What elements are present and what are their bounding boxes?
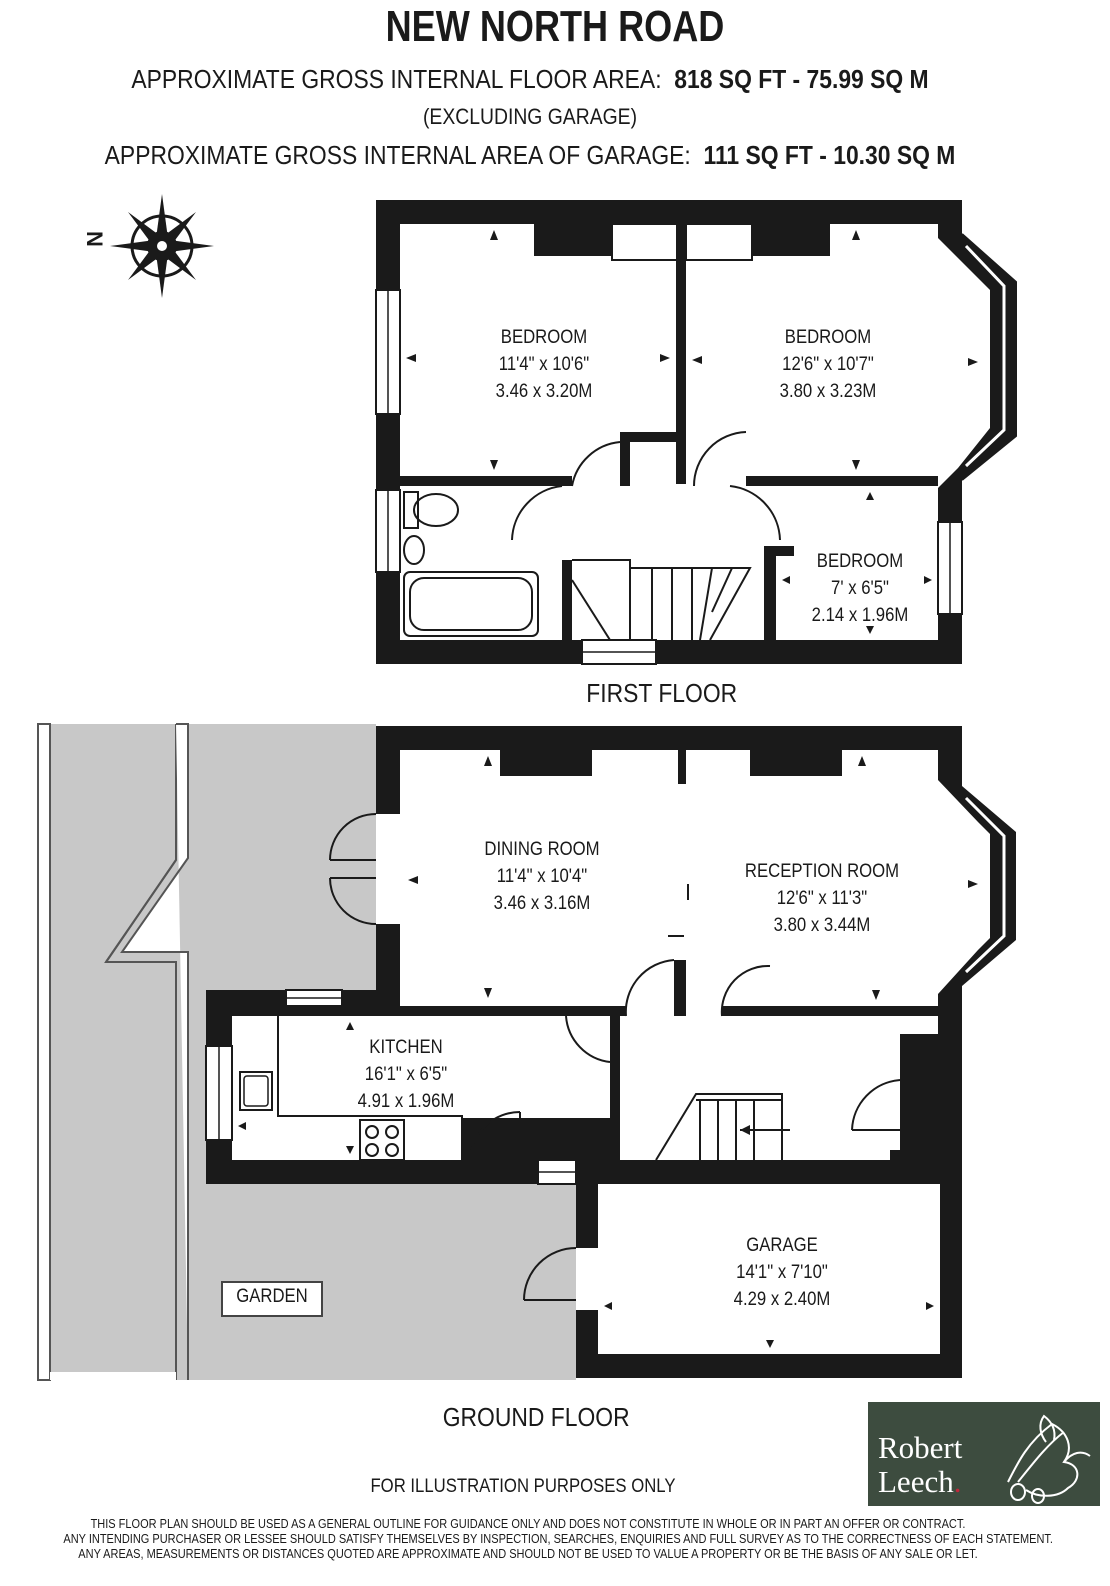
room-metric: 4.29 x 2.40M (733, 1289, 831, 1310)
garage-area-value: 111 SQ FT - 10.30 SQ M (703, 140, 956, 170)
room-imperial: 12'6" x 11'3" (776, 888, 868, 909)
room-label-reception-room: RECEPTION ROOM 12'6" x 11'3" 3.80 x 3.44… (736, 858, 908, 939)
logo-line-2: Leech. (878, 1464, 962, 1499)
garage-area-line: APPROXIMATE GROSS INTERNAL AREA OF GARAG… (64, 140, 997, 171)
room-metric: 4.91 x 1.96M (357, 1091, 455, 1112)
room-label-bedroom-2: BEDROOM 12'6" x 10'7" 3.80 x 3.23M (763, 324, 893, 405)
room-name: BEDROOM (500, 327, 588, 348)
logo-accent-dot: . (953, 1464, 962, 1499)
room-metric: 3.80 x 3.23M (779, 381, 877, 402)
room-label-bedroom-1: BEDROOM 11'4" x 10'6" 3.46 x 3.20M (479, 324, 609, 405)
room-imperial: 16'1" x 6'5" (364, 1064, 448, 1085)
room-name: DINING ROOM (484, 839, 600, 860)
ground-floor-plan (37, 723, 1016, 1381)
room-name: BEDROOM (816, 551, 904, 572)
compass-rose-icon (110, 194, 214, 298)
room-label-dining-room: DINING ROOM 11'4" x 10'4" 3.46 x 3.16M (475, 836, 609, 917)
room-label-kitchen: KITCHEN 16'1" x 6'5" 4.91 x 1.96M (339, 1034, 473, 1115)
first-floor-label: FIRST FLOOR (586, 678, 738, 708)
room-imperial: 11'4" x 10'4" (496, 866, 588, 887)
room-name: KITCHEN (369, 1037, 443, 1058)
room-name: GARAGE (746, 1235, 818, 1256)
oak-leaf-icon (1007, 1414, 1091, 1504)
first-floor-plan (375, 200, 1017, 665)
room-metric: 3.46 x 3.16M (493, 893, 591, 914)
room-imperial: 12'6" x 10'7" (782, 354, 874, 375)
room-name: BEDROOM (784, 327, 872, 348)
agent-logo: Robert Leech. (868, 1402, 1100, 1506)
illustration-note: FOR ILLUSTRATION PURPOSES ONLY (370, 1476, 676, 1497)
page-title: NEW NORTH ROAD (385, 2, 725, 51)
floor-area-value: 818 SQ FT - 75.99 SQ M (674, 64, 929, 94)
disclaimer: THIS FLOOR PLAN SHOULD BE USED AS A GENE… (63, 1517, 1053, 1562)
garage-area-label: APPROXIMATE GROSS INTERNAL AREA OF GARAG… (104, 140, 691, 170)
garden-label: GARDEN (236, 1286, 308, 1307)
compass-north-label: N (81, 231, 107, 247)
room-name: RECEPTION ROOM (744, 861, 900, 882)
excluding-note: (EXCLUDING GARAGE) (422, 104, 638, 129)
garden-label-box: GARDEN (221, 1281, 323, 1317)
room-imperial: 11'4" x 10'6" (498, 354, 590, 375)
room-imperial: 7' x 6'5" (831, 578, 889, 599)
room-metric: 3.80 x 3.44M (773, 915, 871, 936)
room-imperial: 14'1" x 7'10" (736, 1262, 828, 1283)
logo-line-1: Robert (878, 1430, 963, 1465)
room-metric: 3.46 x 3.20M (495, 381, 593, 402)
floor-area-label: APPROXIMATE GROSS INTERNAL FLOOR AREA: (131, 64, 662, 94)
room-metric: 2.14 x 1.96M (811, 605, 909, 626)
disclaimer-line-3: ANY AREAS, MEASUREMENTS OR DISTANCES QUO… (78, 1547, 978, 1561)
room-label-bedroom-3: BEDROOM 7' x 6'5" 2.14 x 1.96M (795, 548, 925, 629)
disclaimer-line-2: ANY INTENDING PURCHASER OR LESSEE SHOULD… (63, 1532, 1053, 1546)
ground-floor-label: GROUND FLOOR (442, 1402, 630, 1432)
floor-area-line: APPROXIMATE GROSS INTERNAL FLOOR AREA: 8… (64, 64, 997, 95)
room-label-garage: GARAGE 14'1" x 7'10" 4.29 x 2.40M (715, 1232, 849, 1313)
disclaimer-line-1: THIS FLOOR PLAN SHOULD BE USED AS A GENE… (90, 1517, 966, 1531)
